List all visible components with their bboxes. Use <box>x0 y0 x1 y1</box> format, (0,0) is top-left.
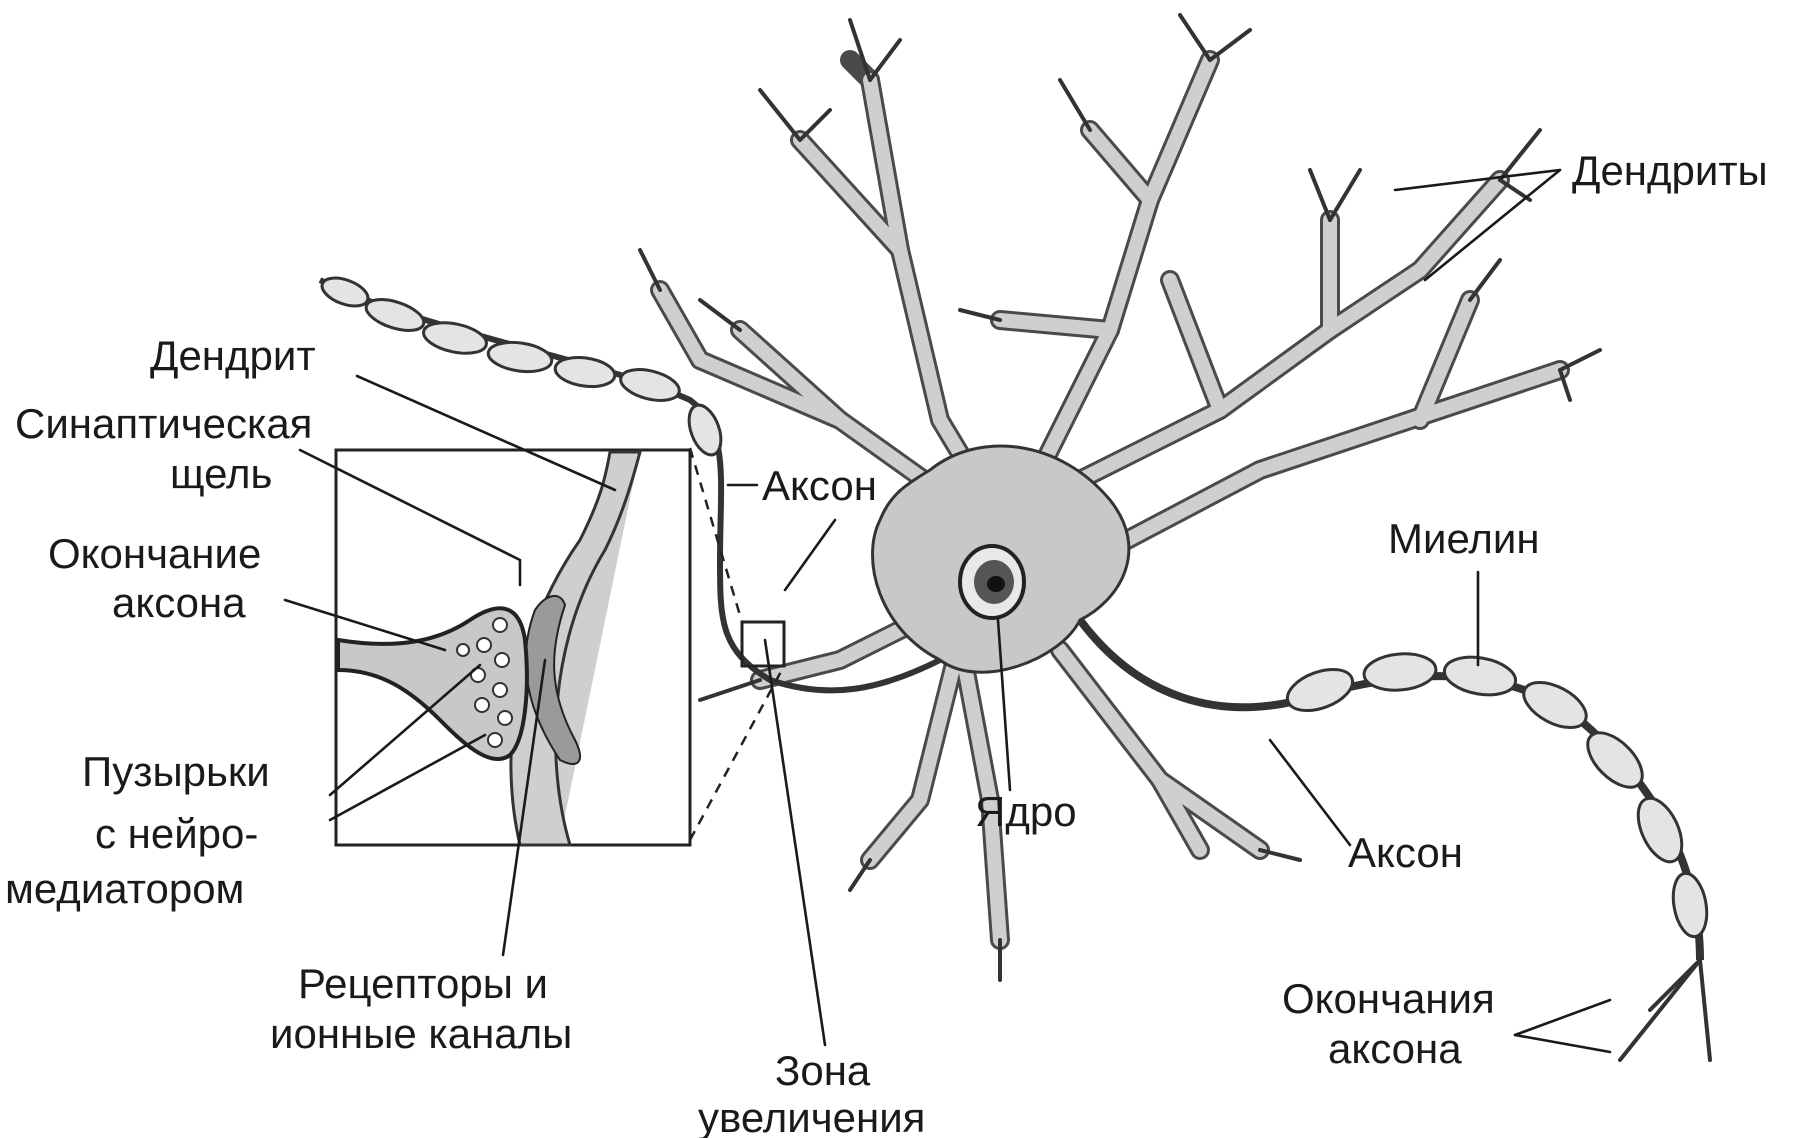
zoom-area-box <box>742 622 784 666</box>
label-axon-endings-1: Окончания <box>1282 975 1495 1022</box>
label-vesicles-3: медиатором <box>5 865 244 912</box>
nucleus <box>960 546 1024 618</box>
label-zoom-1: Зона <box>775 1047 871 1094</box>
label-synaptic-cleft-1: Синаптическая <box>15 400 312 447</box>
label-receptors-1: Рецепторы и <box>298 960 548 1007</box>
label-receptors-2: ионные каналы <box>270 1010 572 1057</box>
label-axon-ending-2: аксона <box>112 579 246 626</box>
label-axon-right: Аксон <box>1348 829 1463 876</box>
axon-terminals-right <box>1620 960 1710 1060</box>
synapse-inset <box>336 450 690 845</box>
label-myelin: Миелин <box>1388 515 1540 562</box>
label-dendrites: Дендриты <box>1572 147 1768 194</box>
label-dendrite: Дендрит <box>150 332 316 379</box>
label-axon-ending-1: Окончание <box>48 530 261 577</box>
label-zoom-2: увеличения <box>698 1094 925 1138</box>
label-axon-top: Аксон <box>762 462 877 509</box>
label-vesicles-2: с нейро- <box>95 810 258 857</box>
label-nucleus: Ядро <box>975 788 1077 835</box>
label-vesicles-1: Пузырьки <box>82 748 270 795</box>
label-synaptic-cleft-2: щель <box>170 450 272 497</box>
label-axon-endings-2: аксона <box>1328 1025 1462 1072</box>
